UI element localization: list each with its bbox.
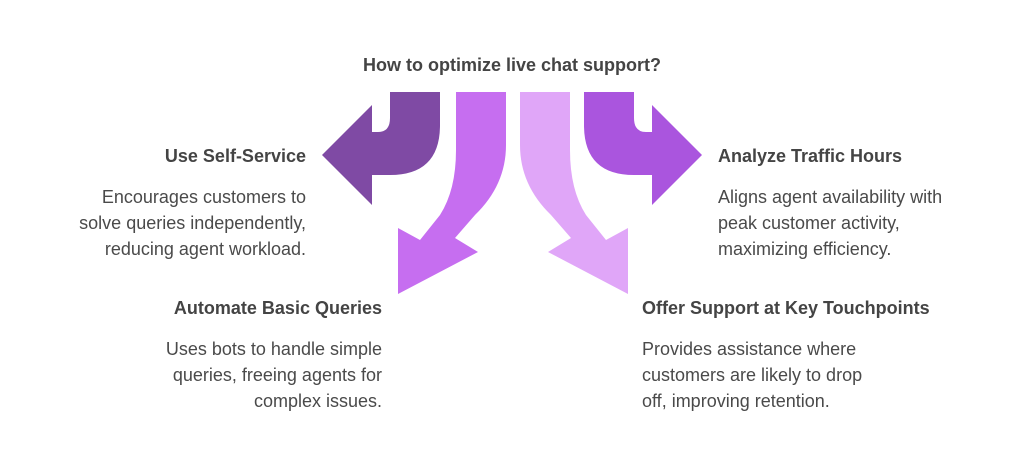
arrow-traffic [584,92,702,205]
option-heading: Use Self-Service [164,146,306,166]
option-description: Aligns agent availability with peak cust… [718,187,943,259]
option-heading: Automate Basic Queries [173,298,382,318]
arrow-touchpoints [520,92,628,294]
arrow-self-service [322,92,440,205]
option-description: Uses bots to handle simple queries, free… [165,339,382,411]
arrow-automate [398,92,506,294]
option-heading: Analyze Traffic Hours [718,146,903,166]
diagram-title: How to optimize live chat support? [362,55,661,75]
option-touchpoints: Offer Support at Key Touchpoints Provide… [642,298,982,414]
option-description: Encourages customers to solve queries in… [79,187,306,259]
option-traffic: Analyze Traffic Hours Aligns agent avail… [718,146,1008,262]
option-heading: Offer Support at Key Touchpoints [642,298,930,318]
option-description: Provides assistance where customers are … [642,339,863,411]
option-automate: Automate Basic Queries Uses bots to hand… [60,298,382,414]
option-self-service: Use Self-Service Encourages customers to… [30,146,306,262]
